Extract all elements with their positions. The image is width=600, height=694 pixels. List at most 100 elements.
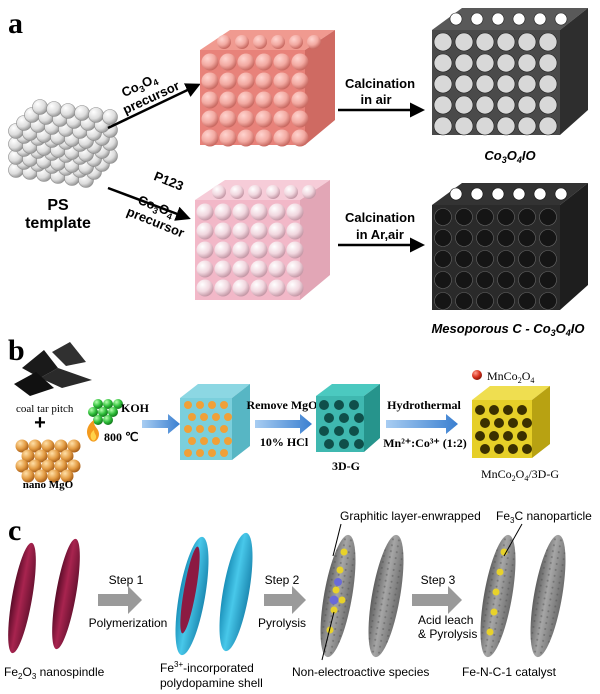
arrow-remove-mgo xyxy=(255,414,312,434)
mnco2o4-legend-label: MnCo2O4 xyxy=(487,369,534,385)
fe3c-particle xyxy=(486,628,494,636)
bottom-arrow-label: P123 Co3O4 precursor xyxy=(125,168,187,240)
foam-pore xyxy=(508,444,518,454)
opal-sphere xyxy=(250,203,268,221)
foam-pore xyxy=(475,405,485,415)
arrow-to-pink-cube xyxy=(107,186,191,221)
foam-pore xyxy=(503,405,513,415)
fe3c-particle xyxy=(330,606,338,614)
fe3c-particle xyxy=(336,566,344,574)
pore xyxy=(475,95,495,115)
step2-desc: Pyrolysis xyxy=(258,616,306,630)
pore xyxy=(517,116,537,136)
pore xyxy=(517,95,537,115)
panel-c-label: c xyxy=(8,514,21,547)
panel-b-label: b xyxy=(8,334,25,367)
pore xyxy=(518,229,536,247)
opal-sphere xyxy=(286,203,304,221)
panel-c: c Fe2O3 nanospindle Step 1 Polymerizatio… xyxy=(4,509,592,690)
opal-sphere xyxy=(230,185,244,199)
embedded-mgo xyxy=(208,425,216,433)
pore xyxy=(517,53,537,73)
opal-sphere xyxy=(201,72,219,90)
opal-sphere xyxy=(232,241,250,259)
pore xyxy=(518,250,536,268)
fe3c-particle xyxy=(492,588,500,596)
remove-mgo-label: Remove MgO xyxy=(247,398,318,412)
koh-pellet xyxy=(93,415,103,425)
mgo-particle xyxy=(54,459,68,473)
opal-sphere xyxy=(214,279,232,297)
step3-label: Step 3 xyxy=(421,573,456,587)
mgo-particle xyxy=(47,469,61,483)
catalyst-label: Fe-N-C-1 catalyst xyxy=(462,665,557,679)
arrow-to-red-cube xyxy=(107,83,201,130)
foam-pore xyxy=(480,418,490,428)
pore xyxy=(538,32,558,52)
pore xyxy=(434,271,452,289)
embedded-mgo xyxy=(196,449,204,457)
mgo-particle xyxy=(67,439,81,453)
koh-pellet xyxy=(113,399,123,409)
graphitic-layer-label: Graphitic layer-enwrapped xyxy=(340,509,481,523)
opal-sphere xyxy=(289,35,303,49)
pore xyxy=(517,74,537,94)
opal-sphere xyxy=(219,53,237,71)
opal-sphere xyxy=(237,110,255,128)
embedded-mgo xyxy=(184,425,192,433)
opal-sphere xyxy=(248,185,262,199)
opal-sphere xyxy=(235,35,249,49)
fe2o3-nanospindles xyxy=(8,538,80,654)
opal-sphere xyxy=(237,72,255,90)
opal-sphere xyxy=(286,222,304,240)
calcination-bottom-line1: Calcination xyxy=(345,210,415,225)
pore xyxy=(496,74,516,94)
pore xyxy=(475,53,495,73)
fe3c-particle xyxy=(496,568,504,576)
arrow-koh-to-composite xyxy=(142,414,180,434)
embedded-mgo xyxy=(188,437,196,445)
pore xyxy=(455,250,473,268)
svg-text:P123: P123 xyxy=(152,168,186,193)
pore xyxy=(449,12,463,26)
pore xyxy=(433,32,453,52)
nano-mgo-particles xyxy=(15,439,81,483)
non-electroactive-particle xyxy=(334,578,342,586)
pore xyxy=(454,32,474,52)
opal-sphere xyxy=(250,241,268,259)
pore xyxy=(449,187,463,201)
pore xyxy=(491,187,505,201)
fe3c-particle xyxy=(490,608,498,616)
foam-pore xyxy=(508,418,518,428)
embedded-mgo xyxy=(212,437,220,445)
pore xyxy=(538,95,558,115)
pore xyxy=(497,250,515,268)
polydopamine-shell-spindles xyxy=(175,532,253,656)
step1-label: Step 1 xyxy=(109,573,144,587)
fe2o3-nanospindle-label: Fe2O3 nanospindle xyxy=(4,665,105,681)
svg-text:Co3O4: Co3O4 xyxy=(135,192,176,222)
pore xyxy=(470,187,484,201)
opal-sphere xyxy=(219,91,237,109)
pore xyxy=(476,250,494,268)
pore xyxy=(539,208,557,226)
foam-pore xyxy=(354,413,364,423)
arrow-step1 xyxy=(98,586,142,614)
pore xyxy=(517,32,537,52)
foam-pore xyxy=(319,400,329,410)
pore xyxy=(512,12,526,26)
opal-sphere xyxy=(273,91,291,109)
pore xyxy=(434,292,452,310)
embedded-mgo xyxy=(224,437,232,445)
fe3c-particle xyxy=(332,586,340,594)
non-electroactive-pointer-line xyxy=(321,611,335,661)
opal-sphere xyxy=(214,260,232,278)
fe3c-nanoparticle-label: Fe3C nanoparticle xyxy=(496,509,592,525)
three-d-graphene-foam xyxy=(316,384,380,452)
opal-sphere xyxy=(237,91,255,109)
opal-sphere xyxy=(255,91,273,109)
opal-sphere xyxy=(284,185,298,199)
opal-sphere xyxy=(273,129,291,147)
embedded-mgo xyxy=(224,413,232,421)
pore xyxy=(433,53,453,73)
